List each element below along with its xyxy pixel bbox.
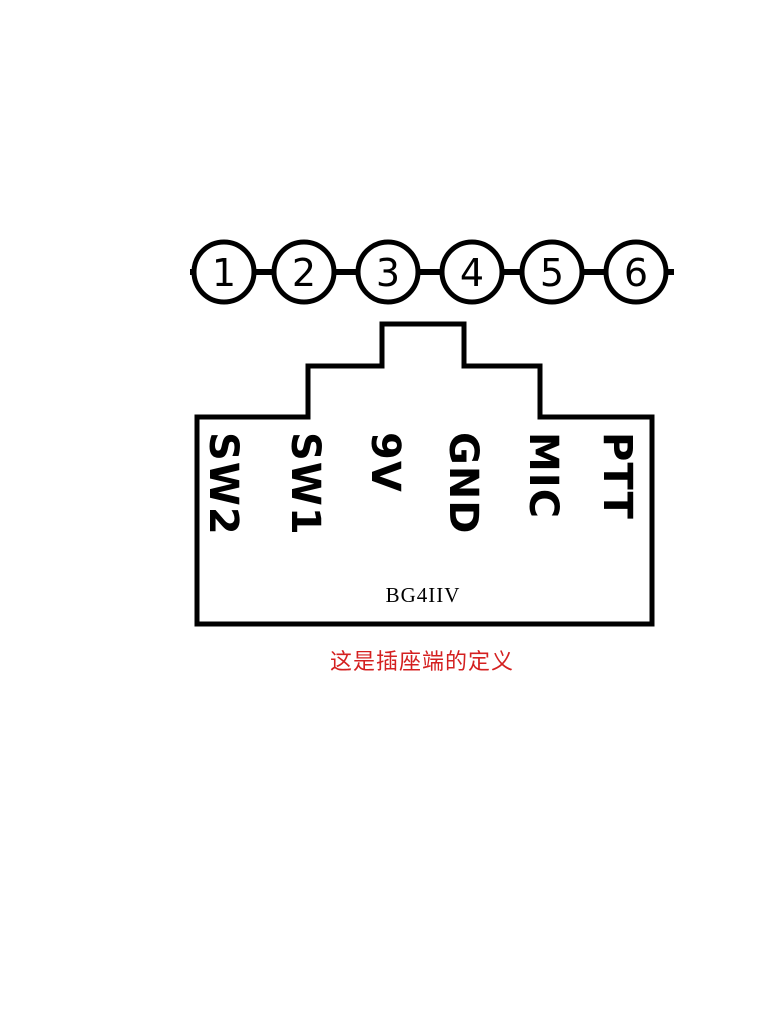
signal-label-sw2: SW2 (200, 432, 246, 536)
pin-circle-1: 1 (191, 239, 257, 305)
pin-circle-3: 3 (355, 239, 421, 305)
pin-circle-4: 4 (439, 239, 505, 305)
socket-outline (194, 321, 655, 627)
pin-number-6: 6 (624, 251, 648, 295)
signal-label-ptt: PTT (594, 432, 640, 520)
pin-number-5: 5 (540, 251, 564, 295)
pin-number-4: 4 (460, 251, 484, 295)
pin-circle-2: 2 (271, 239, 337, 305)
caption-text: 这是插座端的定义 (329, 650, 514, 675)
signal-label-9v: 9V (362, 432, 408, 493)
pin-circle-6: 6 (603, 239, 669, 305)
signal-label-mic: MIC (520, 432, 566, 519)
signal-label-gnd: GND (440, 432, 486, 535)
pin-number-1: 1 (212, 251, 236, 295)
signal-label-sw1: SW1 (282, 432, 328, 536)
pin-number-2: 2 (292, 251, 316, 295)
pin-circle-5: 5 (519, 239, 585, 305)
model-label: BG4IIV (386, 583, 461, 607)
pin-number-3: 3 (376, 251, 400, 295)
